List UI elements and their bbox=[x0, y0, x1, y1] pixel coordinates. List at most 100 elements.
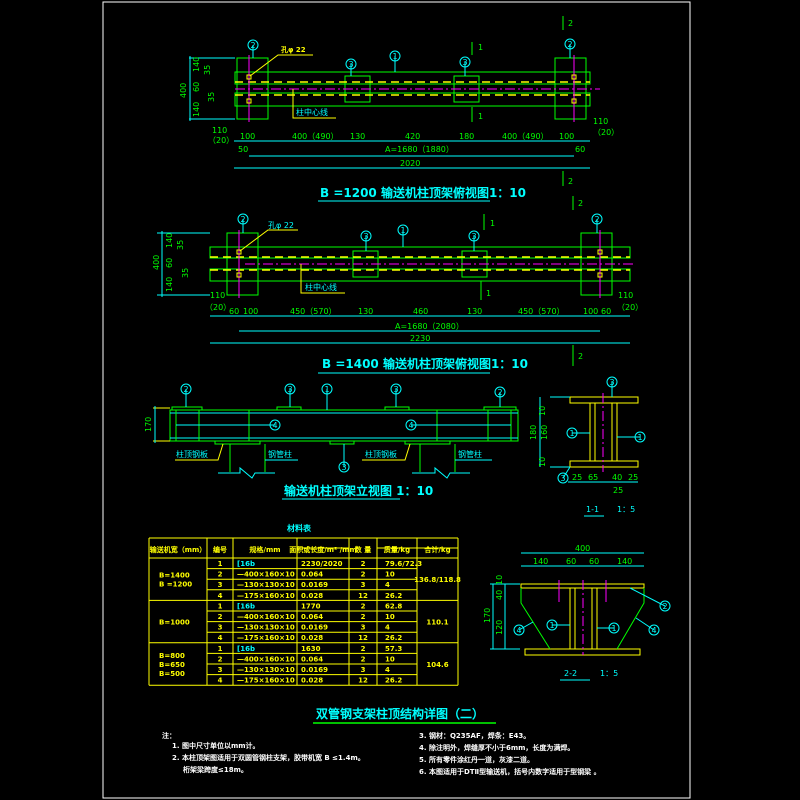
table-cell: 12 bbox=[358, 634, 368, 642]
dim-text: 160 bbox=[540, 425, 549, 440]
dim-text: 450（570） bbox=[290, 307, 337, 316]
dim-text: 400 bbox=[575, 544, 590, 553]
dim-text: 60 bbox=[589, 557, 599, 566]
dim-text: 10 bbox=[538, 406, 547, 416]
section-mark: 1 bbox=[490, 219, 495, 228]
elevation-title: 输送机柱顶架立视图 1：10 bbox=[284, 483, 433, 498]
part-callout-number: 3 bbox=[363, 232, 368, 241]
part-callout-number: 4 bbox=[408, 421, 413, 430]
plan1-title: B =1200 输送机柱顶架俯视图1：10 bbox=[320, 185, 526, 200]
part-callout-number: 2 bbox=[594, 215, 599, 224]
table-cell: —175×160×10 bbox=[237, 592, 295, 600]
dim-text: 140 bbox=[165, 233, 174, 248]
part-callout-number: 3 bbox=[609, 378, 614, 387]
table-cell: 2 bbox=[361, 655, 366, 663]
table-total-cell: 110.1 bbox=[426, 619, 448, 627]
notes: 注： 1. 图中尺寸单位以mm计。 2. 本柱顶架图适用于双圆管钢柱支架，胶带机… bbox=[162, 731, 601, 776]
dim-text: 100 bbox=[243, 307, 258, 316]
table-cell: 2 bbox=[361, 602, 366, 610]
dim-text: 2230 bbox=[410, 334, 430, 343]
part-callout-number: 1 bbox=[637, 433, 642, 442]
center-line-label: 柱中心线 bbox=[296, 107, 328, 117]
table-cell: 0.0169 bbox=[301, 666, 328, 674]
part-callout-circle bbox=[389, 50, 401, 62]
part-callout-number: 1 bbox=[392, 52, 397, 61]
table-cell: 4 bbox=[218, 634, 223, 642]
section22-title: 2-2 bbox=[564, 669, 577, 678]
table-header: 输送机宽（mm） bbox=[150, 545, 207, 554]
part-callout-number: 1 bbox=[324, 385, 329, 394]
dim-text: 50 bbox=[238, 145, 248, 154]
dim-text: 60 bbox=[165, 258, 174, 268]
part-callout-circle bbox=[566, 427, 578, 439]
table-cell: [16b bbox=[237, 560, 255, 568]
part-callout-circle bbox=[237, 213, 249, 225]
table-cell: 2 bbox=[218, 613, 223, 621]
plan-view-b1200: 孔φ 22 柱中心线 400 140 60 140 35 35 100 400（… bbox=[179, 16, 619, 202]
dim-text: A=1680（2080） bbox=[395, 322, 464, 331]
table-cell: 4 bbox=[218, 677, 223, 685]
part-callout-circle bbox=[557, 472, 569, 484]
part-callout-number: 4 bbox=[272, 421, 277, 430]
dim-text: （20） bbox=[617, 303, 643, 312]
section-mark: 2 bbox=[578, 199, 583, 208]
table-cell: 2 bbox=[361, 571, 366, 579]
table-cell: 26.2 bbox=[385, 634, 402, 642]
section11-title: 1-1 bbox=[586, 505, 599, 514]
table-cell: 62.8 bbox=[385, 602, 402, 610]
dim-text: 180 bbox=[459, 132, 474, 141]
table-header: 合计/kg bbox=[423, 545, 450, 554]
section-mark: 2 bbox=[568, 19, 573, 28]
table-cell: 1630 bbox=[301, 645, 321, 653]
table-cell: 3 bbox=[361, 581, 366, 589]
table-cell: —175×160×10 bbox=[237, 677, 295, 685]
material-table-title: 材料表 bbox=[287, 523, 312, 533]
part-callout-number: 1 bbox=[611, 624, 616, 633]
dim-text: 35 bbox=[207, 92, 216, 102]
section-1-1: 10 180 160 10 25 65 40 25 25 1-1 1：5 bbox=[529, 393, 639, 517]
table-cell: 10 bbox=[385, 655, 395, 663]
dim-text: 170 bbox=[483, 608, 492, 623]
dim-text: 35 bbox=[203, 65, 212, 75]
drawing-frame bbox=[102, 1, 691, 799]
table-cell: —400×160×10 bbox=[237, 613, 295, 621]
note-item: 4. 除注明外，焊缝厚不小于6mm，长度为满焊。 bbox=[419, 743, 574, 752]
section-mark: 2 bbox=[568, 177, 573, 186]
table-cell: 1 bbox=[218, 602, 223, 610]
part-callout-number: 1 bbox=[549, 621, 554, 630]
plan2-title: B =1400 输送机柱顶架俯视图1：10 bbox=[322, 356, 528, 371]
table-cell: 3 bbox=[361, 666, 366, 674]
dim-text: 180 bbox=[529, 425, 538, 440]
dim-text: 100 bbox=[583, 307, 598, 316]
part-callout-number: 4 bbox=[516, 626, 521, 635]
part-callout-circle bbox=[180, 383, 192, 395]
part-callout-circle bbox=[513, 624, 525, 636]
part-callout-number: 3 bbox=[462, 58, 467, 67]
elevation-view: 柱顶钢板 钢管柱 柱顶钢板 钢管柱 170 输送机柱顶架立视图 1：10 bbox=[144, 406, 519, 500]
dim-text: （20） bbox=[205, 303, 231, 312]
part-callout-circle bbox=[591, 213, 603, 225]
table-cell: 0.028 bbox=[301, 592, 323, 600]
note-item: 5. 所有零件涂红丹一道，灰漆二道。 bbox=[419, 755, 534, 764]
table-cell: [16b bbox=[237, 602, 255, 610]
table-cell: 26.2 bbox=[385, 677, 402, 685]
section-mark: 1 bbox=[478, 112, 483, 121]
dim-text: 10 bbox=[495, 575, 504, 585]
part-callout-number: 2 bbox=[240, 215, 245, 224]
table-cell: 4 bbox=[218, 592, 223, 600]
section11-scale: 1：5 bbox=[617, 505, 635, 514]
dim-text: 65 bbox=[588, 473, 598, 482]
part-callout-number: 2 bbox=[662, 602, 667, 611]
part-callout-number: 3 bbox=[341, 463, 346, 472]
part-callout-number: 3 bbox=[471, 232, 476, 241]
hole-label: 孔φ 22 bbox=[281, 45, 306, 54]
dim-text: 130 bbox=[358, 307, 373, 316]
table-total-cell: 104.6 bbox=[426, 661, 448, 669]
dim-text: 25 bbox=[613, 486, 623, 495]
table-cell: 10 bbox=[385, 571, 395, 579]
part-callout-circle bbox=[634, 431, 646, 443]
part-callout-circle bbox=[494, 386, 506, 398]
table-cell: 57.3 bbox=[385, 645, 402, 653]
dim-text: 140 bbox=[192, 102, 201, 117]
